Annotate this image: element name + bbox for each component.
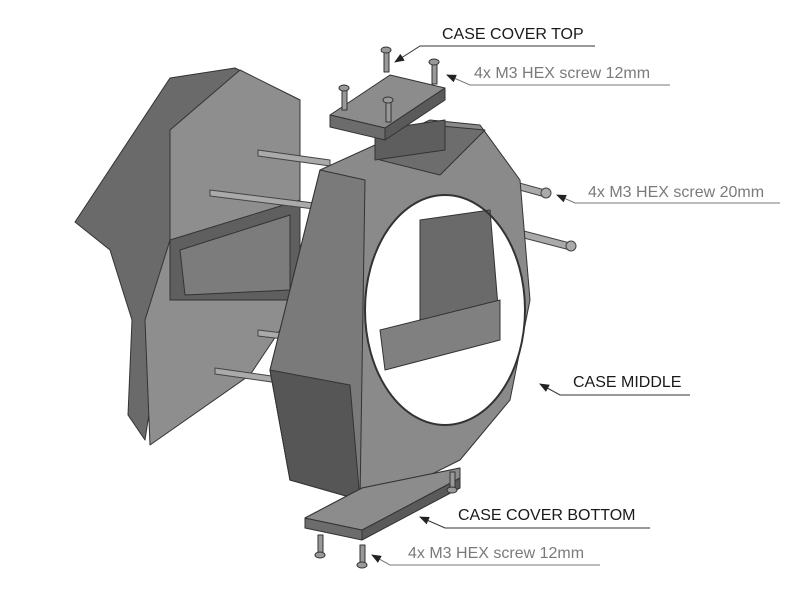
label-case-cover-top: CASE COVER TOP (442, 26, 584, 43)
case-middle (269, 119, 531, 501)
label-case-middle: CASE MIDDLE (573, 374, 682, 391)
side-plate (74, 67, 301, 446)
label-screw-top: 4x M3 HEX screw 12mm (474, 65, 651, 82)
case-cover-bottom (304, 467, 461, 541)
label-screw-middle: 4x M3 HEX screw 20mm (588, 184, 765, 201)
label-case-cover-bottom: CASE COVER BOTTOM (458, 507, 636, 524)
label-screw-bottom: 4x M3 HEX screw 12mm (408, 545, 585, 562)
top-screws (338, 46, 440, 123)
bottom-screws (314, 471, 458, 569)
